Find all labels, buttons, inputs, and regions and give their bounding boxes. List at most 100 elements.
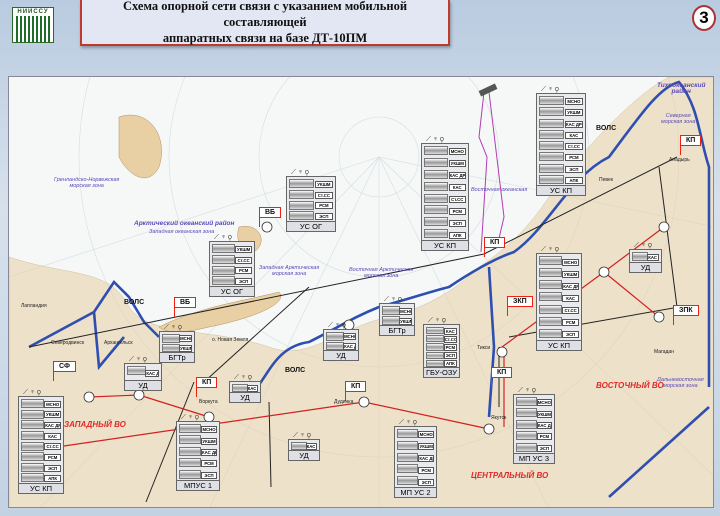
equipment-icon [21,399,44,408]
sea-label: Северная морская зона [661,113,696,125]
flag-marker[interactable]: ЗПК [672,305,699,325]
equipment-icon [516,431,537,441]
equipment-item: АПК [443,360,457,368]
flag-marker[interactable]: КП [344,381,367,401]
volc-label: ВОЛС [596,125,617,132]
equipment-icon [539,174,564,184]
station-box[interactable]: ⟋ ♆ ⚲КАС ДРУД [124,356,162,391]
equipment-icon [21,441,44,451]
station-label: БГТр [380,325,414,335]
equipment-icon [516,419,537,429]
equipment-item: КАС [448,184,466,192]
equipment-icon [539,292,562,302]
sea-label: Гренландско-Норвежская морская зона [54,177,120,189]
antenna-icon: ⟋ ♆ ⚲ [518,387,536,394]
equipment-icon [289,189,314,199]
equipment-icon [397,440,419,450]
station-label: УД [125,380,161,390]
flag-marker[interactable]: СФ [52,361,77,381]
antenna-icon: ⟋ ♆ ⚲ [541,246,559,253]
equipment-item: УКШМ [44,411,61,419]
station-box[interactable]: ⟋ ♆ ⚲КАС ДРУД [288,432,320,461]
station-label: МПУС 1 [177,480,219,490]
equipment-icon [212,244,235,253]
flag-marker[interactable]: КП [195,377,218,397]
equipment-item: КАС ДР [418,455,434,462]
antenna-icon: ⟋ ♆ ⚲ [129,356,147,363]
satellite-links [478,91,505,253]
equipment-icon [424,217,448,227]
volc-label: ВОЛС [124,299,145,306]
equipment-item: РСМ [44,453,61,461]
equipment-item: АПК [564,176,583,184]
flag-marker[interactable]: ВБ [258,207,282,227]
flag-marker[interactable]: ЗКП [506,296,533,316]
satellite-icon [478,83,498,97]
equipment-item: КАС [564,131,583,139]
equipment-item: МСНО [448,148,466,156]
equipment-item: УКШМ [399,317,412,325]
equipment-item: КАС ДР [647,254,659,261]
equipment-item: РСМ [314,202,333,210]
equipment-item: КАС ДР [305,443,317,450]
station-label: УД [289,450,319,460]
equipment-item: УКШМ [418,443,434,451]
equipment-item: КАС [443,327,457,335]
equipment-item: УКШМ [564,109,583,117]
equipment-icon [424,181,448,191]
equipment-icon [179,469,201,479]
equipment-item: УКШМ [448,160,466,168]
flag-marker[interactable]: ВБ [173,297,197,317]
antenna-icon: ⟋ ♆ ⚲ [634,242,652,249]
equipment-item: АПК [448,231,466,239]
equipment-icon [127,366,146,375]
sea-label: Тихоокеанский район [657,82,706,95]
station-box[interactable]: ⟋ ♆ ⚲ КАС ДРУД [629,242,662,273]
station-box[interactable]: ⟋ ♆ ⚲КАС ДРУД [229,374,261,403]
antenna-icon: ⟋ ♆ ⚲ [164,324,182,331]
station-label: УС КП [537,185,585,195]
flag-marker[interactable]: КП [483,237,506,257]
equipment-icon [539,107,564,117]
volc-label: ВОЛС [285,367,306,374]
antenna-icon: ⟋ ♆ ⚲ [214,234,232,241]
equipment-item: ЭСП [448,219,466,227]
station-label: УД [630,262,661,272]
equipment-icon [539,256,562,265]
equipment-icon [426,335,445,343]
equipment-item: Ст.СС [448,195,466,203]
station-label: МП УС 2 [395,487,436,497]
sea-label: Восточная Арктическая морская зона [349,267,414,279]
region-label: ЦЕНТРАЛЬНЫЙ ВО [471,471,549,480]
station-label: БГТр [160,352,194,362]
antenna-icon: ⟋ ♆ ⚲ [541,86,559,93]
station-label: УС КП [422,240,468,250]
station-label: УС КП [19,483,63,493]
equipment-icon [179,446,201,456]
equipment-item: МСНО [201,426,217,434]
equipment-icon [539,316,562,326]
antenna-icon: ⟋ ♆ ⚲ [181,414,199,421]
place-label: Якутск [491,415,507,421]
sea-label: Западная Арктическая морская зона [259,265,320,277]
equipment-icon [516,397,537,406]
flag-marker[interactable]: КП [679,135,702,155]
equipment-item: МСНО [418,431,434,439]
place-label: Анадырь [669,157,690,163]
region-label: ЗАПАДНЫЙ ВО [64,420,126,429]
flag-marker[interactable]: КП [490,367,513,387]
